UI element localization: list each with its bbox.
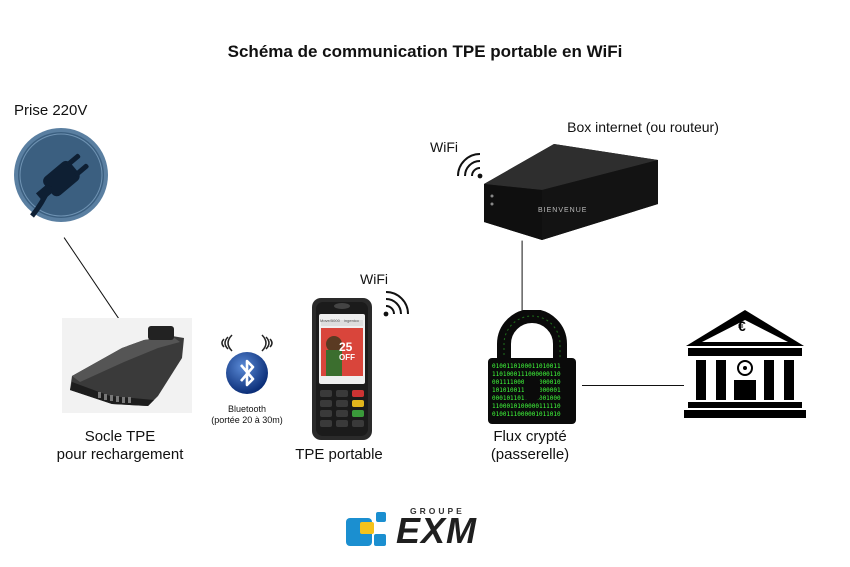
- bluetooth-label-line1: Bluetooth: [227, 404, 267, 414]
- logo-mark-icon: [346, 510, 392, 548]
- tpe-model: Move/5000: [320, 318, 340, 323]
- svg-text:1101000111000000110: 1101000111000000110: [492, 371, 561, 378]
- bank-euro-symbol: €: [738, 318, 746, 334]
- connector-plug-to-base: [63, 237, 125, 328]
- logo-big-text: EXM: [396, 510, 478, 551]
- lock-icon: 0100110100011010011 1101000111000000110 …: [484, 309, 580, 426]
- flux-label: Flux crypté (passerelle): [460, 428, 600, 464]
- router-front-text: BIENVENUE: [538, 207, 588, 214]
- tpe-screen-price: 25: [339, 340, 353, 354]
- tpe-brand: ingenico: [344, 318, 359, 323]
- bank-icon: [684, 308, 806, 422]
- router-icon: [482, 140, 660, 244]
- tpe-wifi-label: WiFi: [360, 271, 388, 287]
- svg-text:1100010100000111110: 1100010100000111110: [492, 403, 561, 410]
- wifi-icon: [382, 290, 410, 320]
- bluetooth-label-line2: (portée 20 à 30m): [211, 415, 283, 425]
- socle-label-line2: pour rechargement: [56, 446, 184, 463]
- tpe-screen-off: OFF: [339, 353, 355, 362]
- socle-label-line1: Socle TPE: [84, 428, 156, 445]
- flux-label-line1: Flux crypté: [493, 428, 567, 445]
- prise-label: Prise 220V: [14, 102, 88, 119]
- router-wifi-icon: [456, 152, 484, 182]
- socle-label: Socle TPE pour rechargement: [40, 428, 200, 464]
- tpe-label: TPE portable: [295, 446, 383, 463]
- svg-text:0100110100011010011: 0100110100011010011: [492, 363, 561, 370]
- charging-base-icon: [62, 318, 192, 413]
- connector-lock-to-bank: [582, 385, 684, 387]
- svg-text:0100111000001011010: 0100111000001011010: [492, 411, 561, 418]
- box-label: Box internet (ou routeur): [567, 119, 719, 135]
- bluetooth-label: Bluetooth (portée 20 à 30m): [200, 404, 294, 426]
- box-wifi-label: WiFi: [430, 139, 458, 155]
- terminal-icon: [310, 298, 374, 440]
- plug-icon: [12, 126, 110, 224]
- flux-label-line2: (passerelle): [490, 446, 570, 463]
- bluetooth-icon: [214, 333, 280, 399]
- diagram-title: Schéma de communication TPE portable en …: [227, 42, 623, 61]
- connector-router-to-lock: [521, 240, 523, 311]
- logo-small-text: GROUPE: [410, 506, 465, 516]
